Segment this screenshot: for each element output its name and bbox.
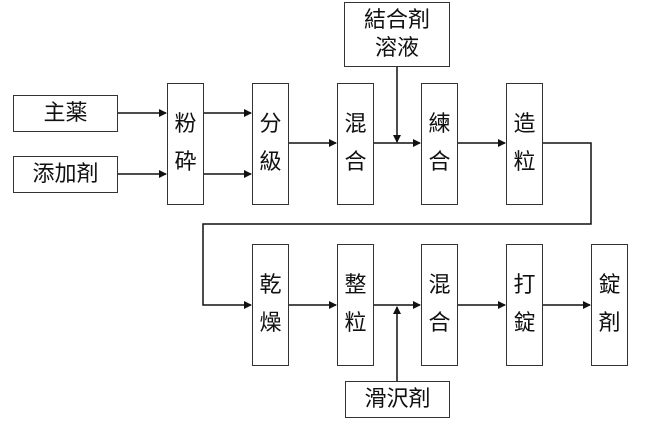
step-char: 合 (428, 150, 451, 176)
step-classify: 分 級 (252, 83, 289, 205)
step-knead: 練 合 (421, 83, 458, 205)
step-char: 粒 (513, 150, 536, 176)
step-char: 混 (344, 111, 367, 137)
binder-solution-label-line2: 溶液 (374, 35, 419, 61)
step-char: 剤 (598, 311, 621, 337)
main-drug-label: 主薬 (43, 100, 88, 126)
binder-solution-label-line1: 結合剤 (363, 7, 430, 33)
additive-box: 添加剤 (13, 156, 118, 193)
step-tablet: 錠 剤 (591, 244, 628, 366)
step-char: 乾 (259, 272, 282, 298)
step-char: 粉 (174, 111, 197, 137)
main-drug-box: 主薬 (13, 95, 118, 132)
step-mix2: 混 合 (421, 244, 458, 366)
binder-solution-box: 結合剤 溶液 (344, 2, 450, 67)
step-char: 造 (513, 111, 536, 137)
step-char: 級 (259, 150, 282, 176)
additive-label: 添加剤 (32, 161, 99, 187)
step-mix1: 混 合 (337, 83, 374, 205)
step-char: 合 (428, 311, 451, 337)
step-char: 錠 (513, 311, 536, 337)
step-char: 打 (513, 272, 536, 298)
step-char: 合 (344, 150, 367, 176)
step-char: 混 (428, 272, 451, 298)
step-char: 錠 (598, 272, 621, 298)
arrow-granulate-to-dry (202, 142, 592, 309)
step-char: 分 (259, 111, 282, 137)
step-dry: 乾 燥 (252, 244, 289, 366)
step-char: 練 (428, 111, 451, 137)
lubricant-label: 滑沢剤 (364, 386, 431, 412)
step-pulverize: 粉 砕 (167, 83, 204, 205)
step-char: 燥 (259, 311, 282, 337)
step-char: 粒 (344, 311, 367, 337)
step-compress: 打 錠 (506, 244, 543, 366)
step-size-granules: 整 粒 (337, 244, 374, 366)
lubricant-box: 滑沢剤 (345, 381, 450, 418)
step-char: 砕 (174, 150, 197, 176)
step-granulate: 造 粒 (506, 83, 543, 205)
step-char: 整 (344, 272, 367, 298)
